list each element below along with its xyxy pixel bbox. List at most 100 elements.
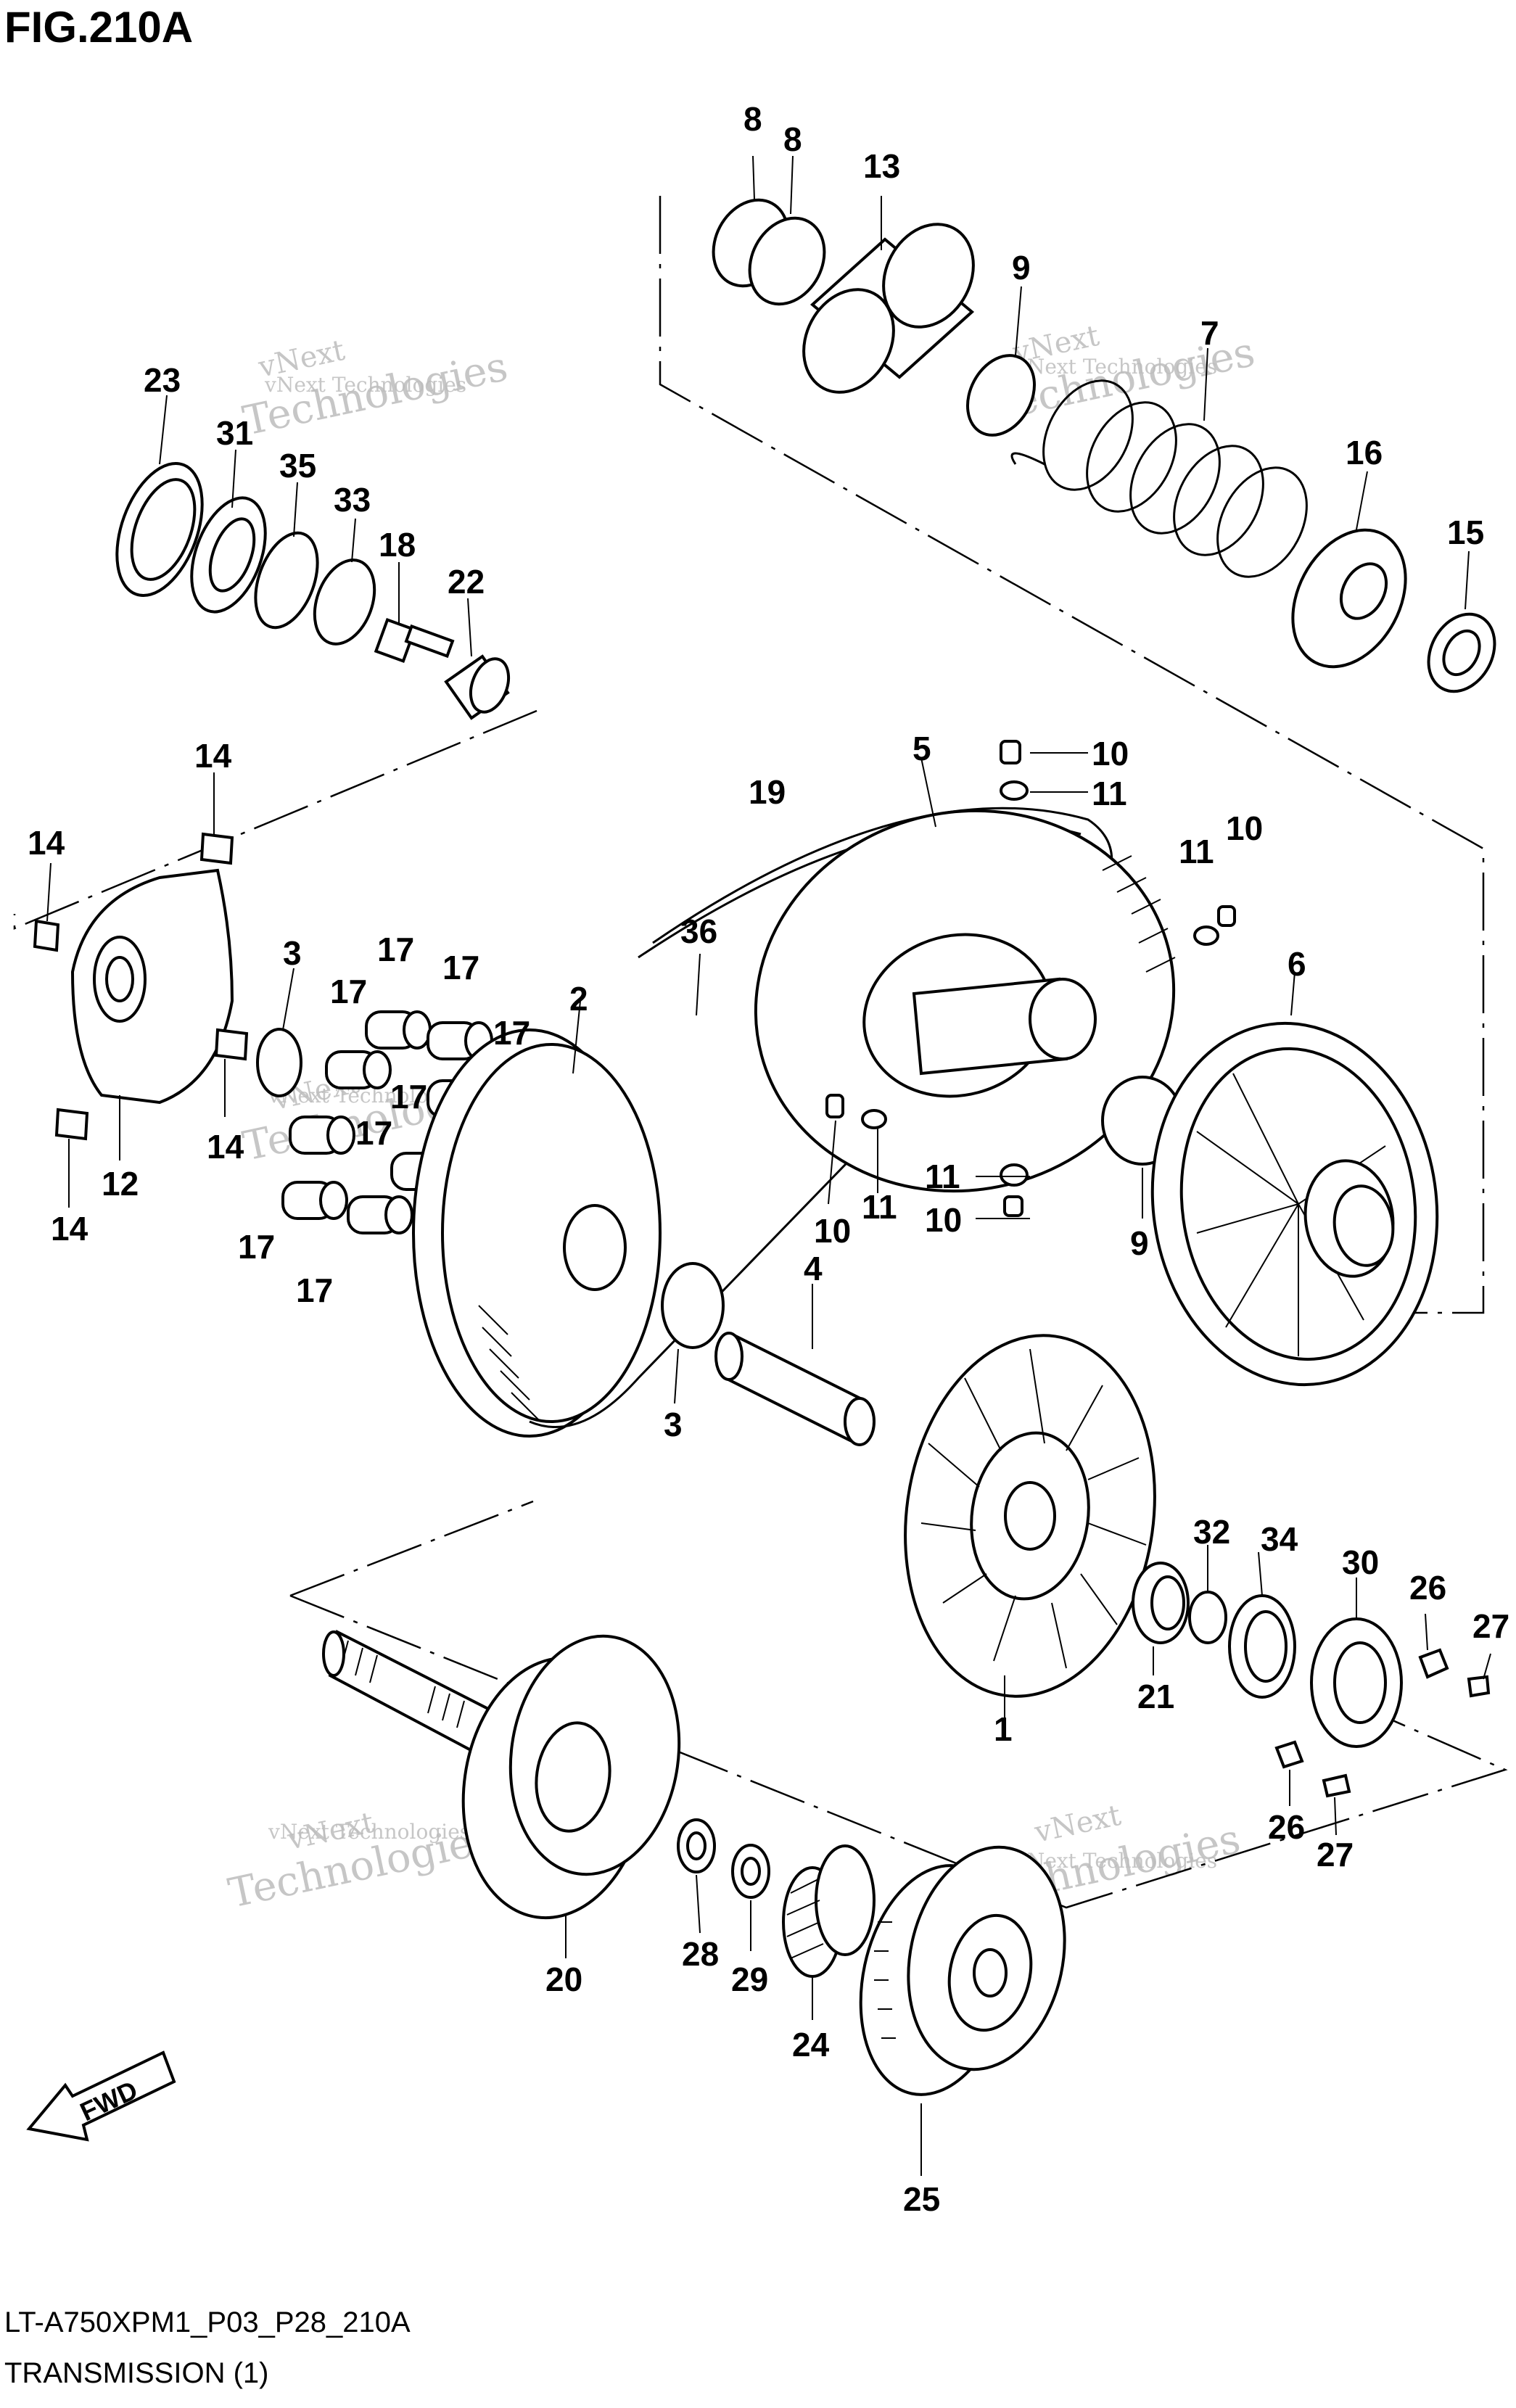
model-code: LT-A750XPM1_P03_P28_210A: [4, 2306, 411, 2338]
callout-13: 13: [863, 147, 900, 185]
cap-11-left: [861, 1109, 887, 1129]
drive-face-1: [904, 1334, 1156, 1698]
bolt-27-bottom: [1322, 1773, 1351, 1798]
callout-20: 20: [545, 1960, 582, 1998]
callout-17-g: 17: [238, 1228, 275, 1266]
clutch-housing-20: [322, 1629, 681, 1920]
callout-11-left: 11: [862, 1188, 897, 1226]
o-ring-8b: [748, 216, 826, 306]
centrifugal-clutch-25: [859, 1845, 1066, 2096]
o-ring-32: [1188, 1591, 1227, 1644]
callout-17-f: 17: [355, 1114, 392, 1152]
pin-10-top: [1000, 740, 1021, 764]
callout-2: 2: [569, 980, 588, 1018]
nut-15: [1427, 612, 1496, 693]
callout-17-a: 17: [377, 931, 414, 968]
spring-7: [1010, 379, 1308, 578]
callout-11-right: 11: [1179, 833, 1214, 870]
slider-14-top: [199, 832, 234, 865]
callout-7: 7: [1200, 314, 1219, 352]
callout-9-right: 9: [1130, 1224, 1149, 1262]
callout-25: 25: [903, 2180, 940, 2218]
one-way-clutch-24: [782, 1844, 876, 1978]
callout-31: 31: [216, 414, 253, 452]
watermark-bottom-left: Technologies vNext vNext Technologies: [224, 1806, 497, 1918]
callout-23: 23: [144, 361, 181, 399]
pin-10-bottom: [1003, 1195, 1023, 1217]
callout-11-top: 11: [1092, 775, 1127, 812]
slider-14-mid: [214, 1028, 249, 1061]
nut-26-top: [1418, 1648, 1449, 1679]
fwd-arrow-icon: FWD: [26, 2050, 176, 2142]
callout-35: 35: [279, 447, 316, 485]
callout-14-top: 14: [194, 737, 232, 775]
spring-seat-16: [1291, 528, 1407, 669]
bolt-18: [374, 617, 455, 664]
callout-24: 24: [792, 2026, 830, 2063]
roller-17-g: [281, 1181, 348, 1220]
svg-text:vNext Technologies: vNext Technologies: [1015, 355, 1217, 379]
slider-14-left: [33, 919, 60, 952]
oil-seal-23: [115, 461, 204, 598]
circlip-35: [254, 531, 319, 630]
cap-11-top: [1000, 780, 1029, 801]
circlip-9-top: [965, 354, 1037, 437]
driven-face-5: [754, 809, 1176, 1193]
callout-16: 16: [1346, 434, 1383, 471]
v-belt-36: [529, 807, 1113, 1428]
callout-27-bottom: 27: [1317, 1836, 1354, 1873]
shaft-4: [714, 1332, 876, 1446]
roller-17-c: [325, 1050, 392, 1089]
svg-text:vNext Technologies: vNext Technologies: [264, 373, 466, 397]
callout-18: 18: [379, 526, 416, 564]
callout-14-left: 14: [28, 824, 65, 862]
movable-driven-face-6: [1150, 1021, 1439, 1387]
svg-text:vNext Technologies: vNext Technologies: [1015, 1849, 1217, 1873]
bearing-30: [1310, 1617, 1403, 1748]
callout-17-b: 17: [442, 949, 479, 986]
washer-3-left: [256, 1028, 302, 1097]
cap-11-bottom: [1000, 1163, 1029, 1187]
callout-10-bottom: 10: [925, 1201, 962, 1239]
movable-drive-face-12: [70, 868, 234, 1105]
roller-17-h: [347, 1195, 413, 1234]
bearing-31: [190, 496, 267, 614]
callout-34: 34: [1261, 1520, 1298, 1558]
callout-11-bottom: 11: [925, 1158, 960, 1195]
washer-29: [731, 1844, 770, 1899]
callout-14-mid: 14: [207, 1128, 244, 1166]
callout-29: 29: [731, 1960, 768, 1998]
nut-28: [677, 1818, 716, 1873]
callout-17-c: 17: [330, 973, 367, 1010]
sleeve-13: [802, 223, 975, 394]
callout-17-e: 17: [390, 1078, 427, 1116]
callout-17-h: 17: [296, 1271, 333, 1309]
callout-26-top: 26: [1409, 1569, 1446, 1607]
callout-8a: 8: [743, 100, 762, 138]
driven-assembly-boundary: [659, 196, 1485, 1314]
callout-10-top: 10: [1092, 735, 1129, 772]
callout-32: 32: [1193, 1513, 1230, 1551]
figure-title: FIG.210A: [4, 3, 193, 51]
callout-28: 28: [682, 1935, 719, 1973]
figure-caption: TRANSMISSION (1): [4, 2357, 268, 2389]
bolt-27-top: [1467, 1675, 1491, 1698]
nut-26-bottom: [1274, 1740, 1304, 1769]
callout-15: 15: [1447, 514, 1484, 551]
callout-5: 5: [913, 730, 931, 767]
callout-22: 22: [448, 563, 485, 601]
callout-1: 1: [994, 1710, 1013, 1748]
callout-10-left: 10: [814, 1212, 851, 1250]
bush-22: [444, 654, 511, 720]
callout-30: 30: [1342, 1543, 1379, 1581]
callout-12: 12: [102, 1165, 139, 1203]
callout-3-left: 3: [283, 934, 302, 972]
callout-14-bottom: 14: [51, 1210, 88, 1248]
callout-27-top: 27: [1472, 1607, 1509, 1645]
pin-10-left: [825, 1094, 844, 1118]
callout-26-bottom: 26: [1268, 1808, 1305, 1846]
callout-10-right: 10: [1226, 809, 1263, 847]
callout-6: 6: [1288, 945, 1306, 983]
callout-21: 21: [1137, 1678, 1174, 1715]
